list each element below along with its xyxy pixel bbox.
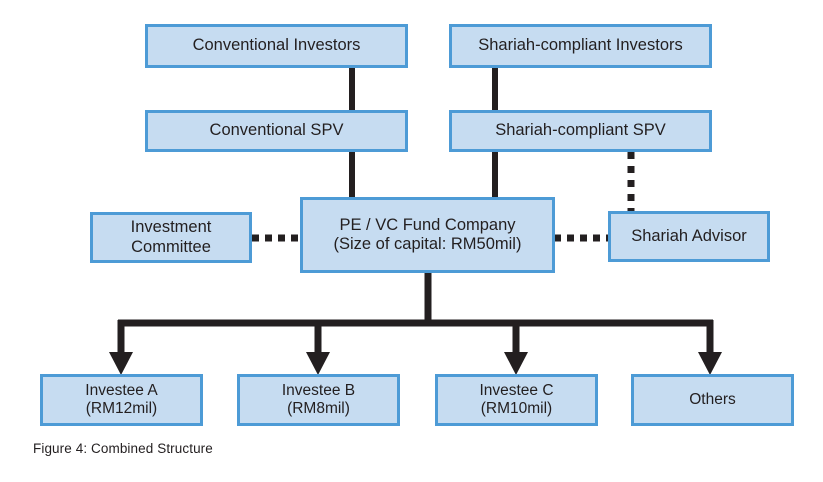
arrow-to-investee-b [306,320,330,375]
node-label: Conventional Investors [192,36,361,55]
arrow-to-investee-a [109,320,133,375]
arrow-to-investee-c [504,320,528,375]
node-label: Shariah Advisor [631,226,747,245]
node-others[interactable]: Others [631,374,794,426]
node-pe-vc-fund-company[interactable]: PE / VC Fund Company (Size of capital: R… [300,197,555,273]
arrow-to-others [698,320,722,375]
node-label: Shariah-compliant SPV [495,121,666,140]
node-investee-a[interactable]: Investee A (RM12mil) [40,374,203,426]
node-label: PE / VC Fund Company (Size of capital: R… [333,215,522,253]
node-label: Investment Committee [130,218,212,256]
node-shariah-compliant-spv[interactable]: Shariah-compliant SPV [449,110,712,152]
figure-caption: Figure 4: Combined Structure [33,441,213,456]
node-investee-c[interactable]: Investee C (RM10mil) [435,374,598,426]
node-investee-b[interactable]: Investee B (RM8mil) [237,374,400,426]
node-shariah-advisor[interactable]: Shariah Advisor [608,211,770,262]
node-label: Investee A (RM12mil) [85,381,158,417]
node-label: Shariah-compliant Investors [478,36,683,55]
node-label: Others [689,390,736,408]
node-conventional-spv[interactable]: Conventional SPV [145,110,408,152]
node-conventional-investors[interactable]: Conventional Investors [145,24,408,68]
node-shariah-compliant-investors[interactable]: Shariah-compliant Investors [449,24,712,68]
node-investment-committee[interactable]: Investment Committee [90,212,252,263]
node-label: Investee C (RM10mil) [479,381,554,417]
node-label: Investee B (RM8mil) [281,381,356,417]
node-label: Conventional SPV [209,121,344,140]
